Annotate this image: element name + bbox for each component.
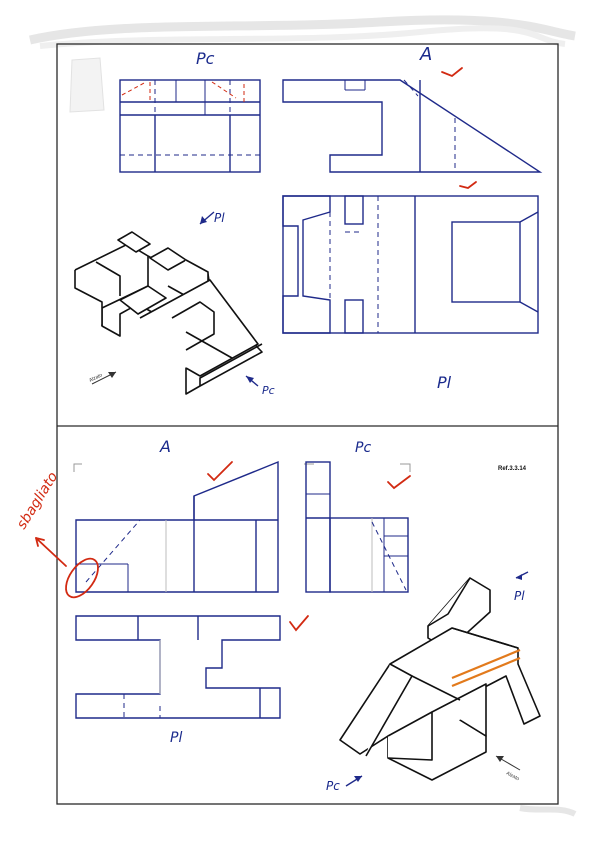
label-pi-bottom-bottom: Pl bbox=[170, 730, 182, 746]
error-circle bbox=[65, 557, 99, 599]
label-pi-arrow-bottom: Pl bbox=[514, 589, 525, 603]
view-pc-bottom bbox=[305, 461, 409, 593]
arrow-pc-bottom bbox=[345, 775, 363, 787]
iso-tag-top: Alzato bbox=[88, 372, 103, 384]
view-a-top bbox=[282, 79, 543, 173]
alzato-arrow-bottom bbox=[495, 755, 521, 771]
eraser-smudge bbox=[69, 57, 105, 113]
check-mark-a-bottom bbox=[207, 461, 233, 482]
error-arrow bbox=[35, 537, 67, 567]
view-a-bottom bbox=[75, 460, 279, 593]
alzato-arrow-top bbox=[91, 371, 117, 385]
check-mark-pl-bottom bbox=[289, 615, 309, 632]
label-pi-arrow-top: Pl bbox=[214, 211, 225, 225]
iso-tag-bottom: Alzato bbox=[505, 770, 520, 782]
check-mark-pl bbox=[459, 181, 477, 189]
arrow-pi-top bbox=[199, 211, 215, 225]
corner-marks bbox=[73, 463, 411, 472]
label-a-top: A bbox=[419, 44, 432, 65]
iso-solid-bottom bbox=[339, 577, 541, 781]
label-a-bottom: A bbox=[159, 437, 171, 456]
error-arrowhead bbox=[35, 537, 45, 547]
top-scribble bbox=[29, 15, 577, 817]
label-pi-bottom-top: Pl bbox=[437, 373, 452, 392]
iso-solid-top bbox=[74, 231, 263, 395]
label-pc-arrow-bottom: Pc bbox=[326, 779, 340, 793]
view-pc-top bbox=[119, 79, 261, 173]
check-mark-a bbox=[441, 67, 463, 78]
bottom-panel: A Pc Ref.3.3.14 sbagliato Pl Pl Pc Alzat… bbox=[14, 437, 541, 793]
reference-number: Ref.3.3.14 bbox=[498, 466, 527, 472]
sheet-border bbox=[56, 43, 559, 805]
check-mark-pc-bottom bbox=[387, 475, 411, 490]
label-pc-top: Pc bbox=[196, 49, 215, 68]
label-pc-bottom: Pc bbox=[355, 440, 371, 456]
arrow-pc-top bbox=[245, 375, 259, 387]
label-pc-arrow-top: Pc bbox=[262, 384, 275, 397]
view-pl-bottom bbox=[75, 615, 281, 719]
arrow-pi-bottom bbox=[515, 571, 529, 580]
red-note: sbagliato bbox=[14, 469, 62, 532]
view-pl-top bbox=[282, 195, 539, 334]
top-panel: Pc A Pl Pl Pc Alzato bbox=[69, 44, 543, 397]
